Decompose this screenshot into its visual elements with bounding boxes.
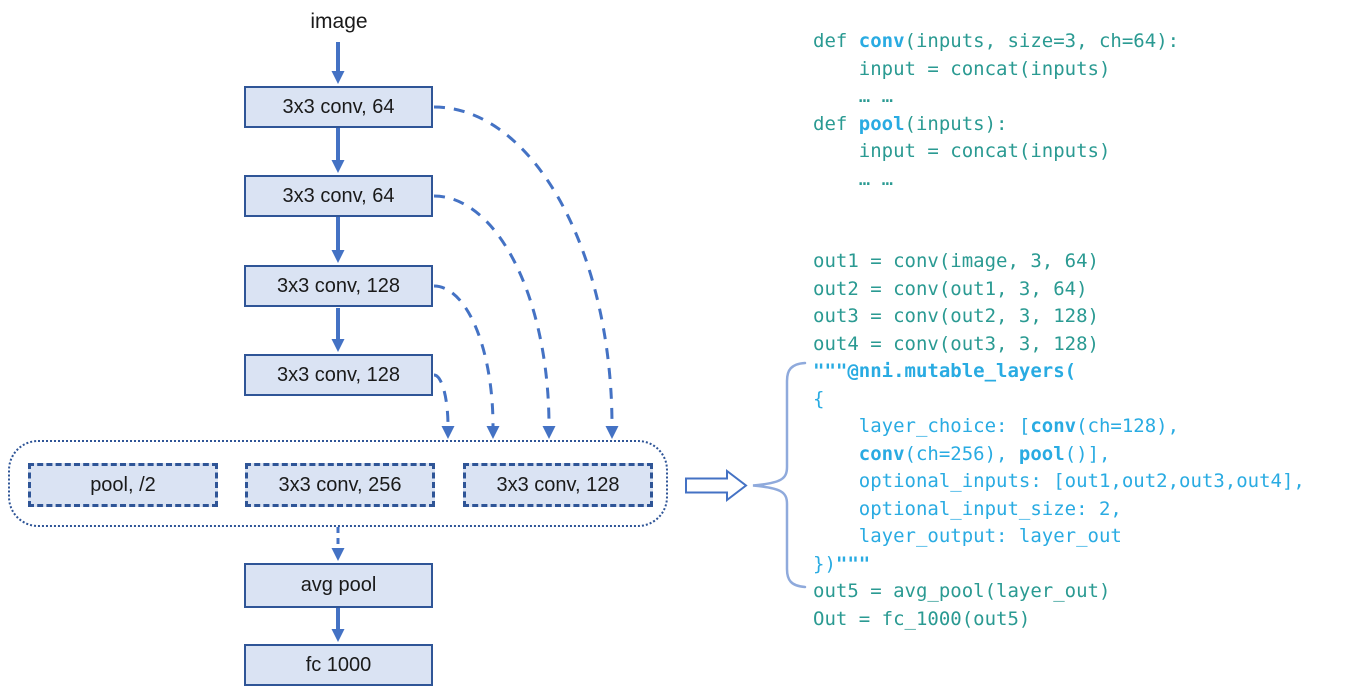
code-segment: Out = fc_1000(out5): [813, 607, 1031, 630]
conv-layer-box-3: 3x3 conv, 128: [244, 265, 433, 307]
code-segment: conv: [858, 442, 905, 465]
avg-pool-box: avg pool: [244, 563, 433, 608]
code-line: layer_output: layer_out: [813, 523, 1305, 551]
code-line: def pool(inputs):: [813, 111, 1305, 139]
conv-layer-box-2: 3x3 conv, 64: [244, 175, 433, 217]
code-line: Out = fc_1000(out5): [813, 606, 1305, 634]
code-line: {: [813, 386, 1305, 414]
code-segment: optional_inputs: [out1,out2,out3,out4],: [813, 470, 1305, 492]
code-line: out3 = conv(out2, 3, 128): [813, 303, 1305, 331]
code-line: out4 = conv(out3, 3, 128): [813, 331, 1305, 359]
skip-arc-conv4: [433, 373, 455, 439]
code-segment: }): [813, 552, 836, 575]
mutable-layer-container: [8, 440, 668, 527]
code-segment: layer_choice: [: [813, 415, 1031, 437]
conv-layer-box-4: 3x3 conv, 128: [244, 354, 433, 396]
choice-box-conv128: 3x3 conv, 128: [463, 463, 653, 507]
code-segment: out2 = conv(out1, 3, 64): [813, 277, 1088, 300]
code-segment: out3 = conv(out2, 3, 128): [813, 305, 1099, 327]
code-segment: (ch=128),: [1076, 415, 1180, 437]
code-line: })""": [813, 551, 1305, 579]
code-line: … …: [813, 83, 1305, 111]
code-segment: conv: [858, 30, 905, 52]
code-segment: optional_input_size: 2,: [813, 497, 1122, 520]
code-segment: (inputs):: [904, 112, 1008, 135]
code-segment: """@nni.mutable_layers(: [813, 360, 1077, 382]
code-segment: … …: [813, 167, 894, 190]
code-line: conv(ch=256), pool()],: [813, 441, 1305, 469]
code-line: layer_choice: [conv(ch=128),: [813, 413, 1305, 441]
code-line: def conv(inputs, size=3, ch=64):: [813, 28, 1305, 56]
skip-arc-conv1: [433, 105, 619, 439]
skip-arc-conv3: [433, 284, 500, 439]
code-line: out1 = conv(image, 3, 64): [813, 248, 1305, 276]
code-segment: (ch=256),: [904, 442, 1019, 465]
code-line: [813, 193, 1305, 221]
code-segment: layer_output: layer_out: [813, 525, 1122, 547]
code-line: [813, 221, 1305, 249]
block-arrow-icon: [685, 468, 748, 503]
choice-box-conv256: 3x3 conv, 256: [245, 463, 435, 507]
code-line: optional_input_size: 2,: [813, 496, 1305, 524]
code-segment: {: [813, 387, 825, 410]
fc-1000-box: fc 1000: [244, 644, 433, 686]
code-block: def conv(inputs, size=3, ch=64): input =…: [813, 28, 1305, 633]
input-label: image: [310, 10, 368, 33]
code-segment: def: [813, 30, 859, 52]
choice-box-pool: pool, /2: [28, 463, 218, 507]
code-line: input = concat(inputs): [813, 56, 1305, 84]
code-segment: out5 = avg_pool(layer_out): [813, 580, 1111, 602]
code-segment: def: [813, 112, 859, 135]
code-segment: ()],: [1064, 442, 1111, 465]
code-segment: (inputs, size=3, ch=64):: [904, 30, 1180, 52]
code-segment: input = concat(inputs): [813, 57, 1111, 80]
brace-icon: [752, 361, 807, 589]
code-segment: conv: [1030, 415, 1077, 437]
code-line: out5 = avg_pool(layer_out): [813, 578, 1305, 606]
code-line: input = concat(inputs): [813, 138, 1305, 166]
code-segment: out4 = conv(out3, 3, 128): [813, 332, 1099, 355]
code-line: out2 = conv(out1, 3, 64): [813, 276, 1305, 304]
code-segment: """: [835, 552, 871, 575]
code-segment: [813, 443, 859, 465]
code-line: """@nni.mutable_layers(: [813, 358, 1305, 386]
code-segment: out1 = conv(image, 3, 64): [813, 250, 1099, 272]
code-line: optional_inputs: [out1,out2,out3,out4],: [813, 468, 1305, 496]
code-segment: pool: [858, 112, 905, 135]
code-line: … …: [813, 166, 1305, 194]
code-segment: input = concat(inputs): [813, 140, 1111, 162]
code-segment: … …: [813, 85, 894, 107]
skip-arc-conv2: [433, 194, 556, 439]
code-segment: pool: [1018, 442, 1065, 465]
conv-layer-box-1: 3x3 conv, 64: [244, 86, 433, 128]
